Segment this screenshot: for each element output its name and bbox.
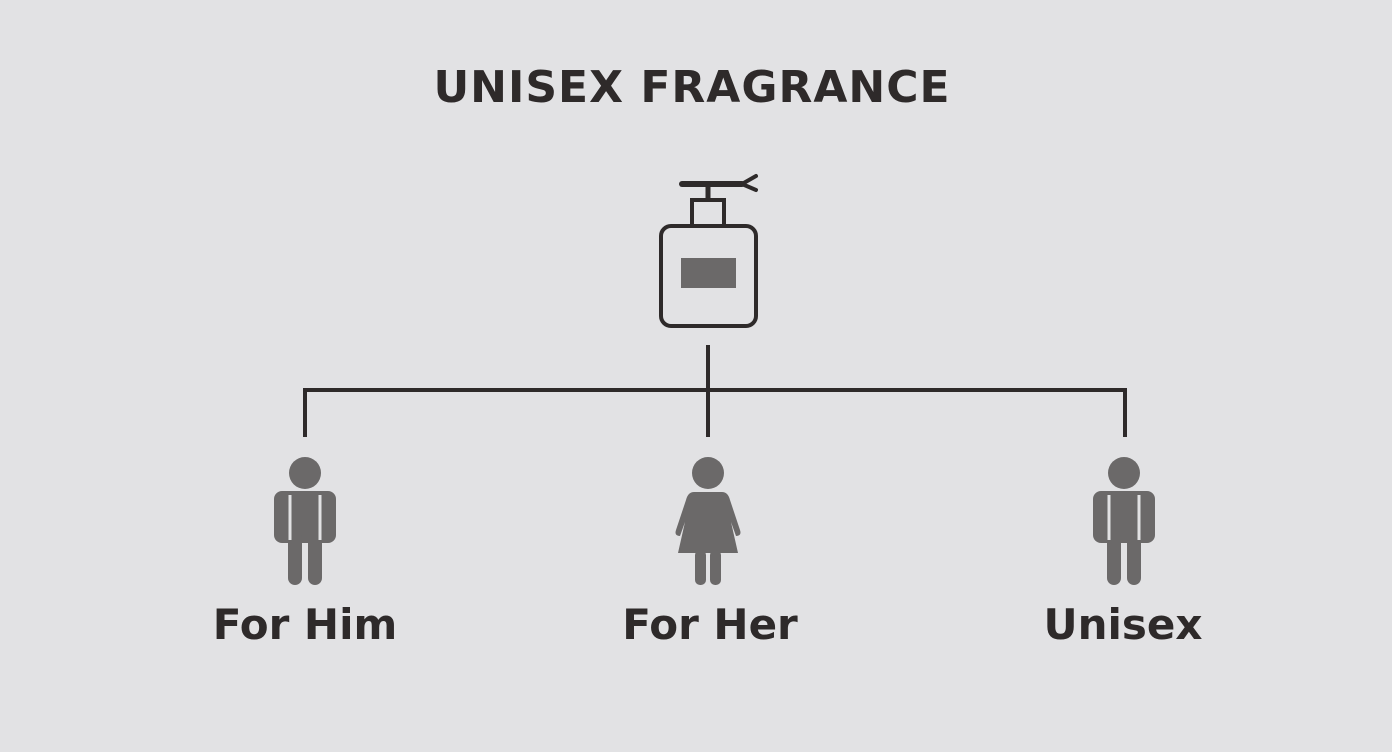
female-person-icon [675,457,741,585]
branch-label-unisex: Unisex [1043,600,1203,649]
person-icon [1093,457,1155,585]
branch-label-for-him: For Him [212,600,398,649]
male-person-icon [274,457,336,585]
branch-label-for-her: For Her [622,600,798,649]
tree-connectors [303,345,1127,437]
diagram-title: UNISEX FRAGRANCE [433,62,951,113]
perfume-bottle-icon [659,174,758,328]
